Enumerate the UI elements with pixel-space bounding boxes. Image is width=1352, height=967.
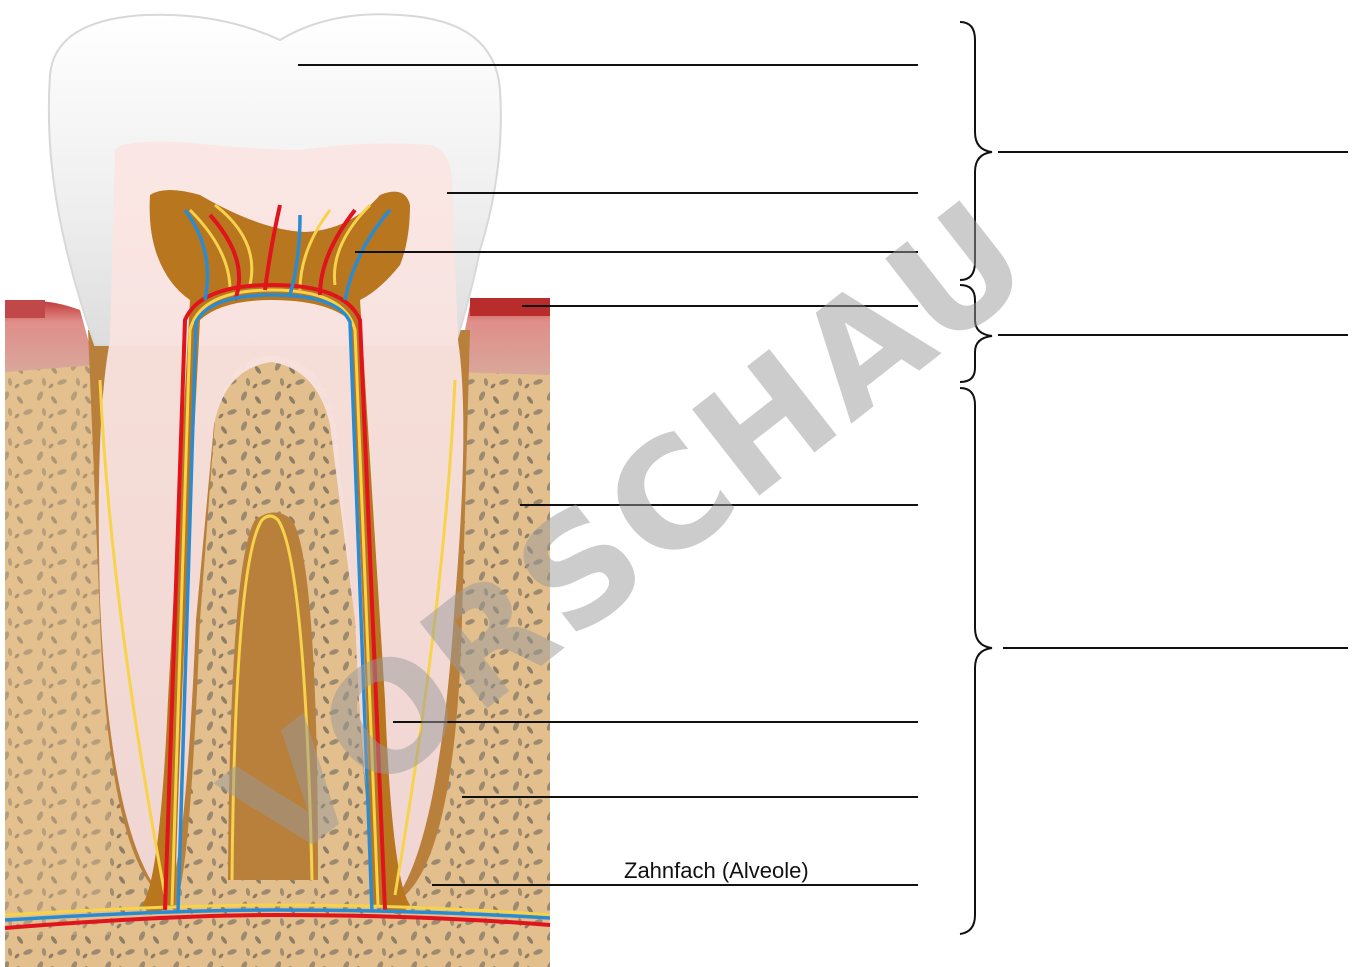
lower-bone — [5, 935, 550, 967]
label-alveole: Zahnfach (Alveole) — [624, 858, 809, 883]
braces — [960, 22, 992, 934]
brace-root — [960, 388, 992, 934]
